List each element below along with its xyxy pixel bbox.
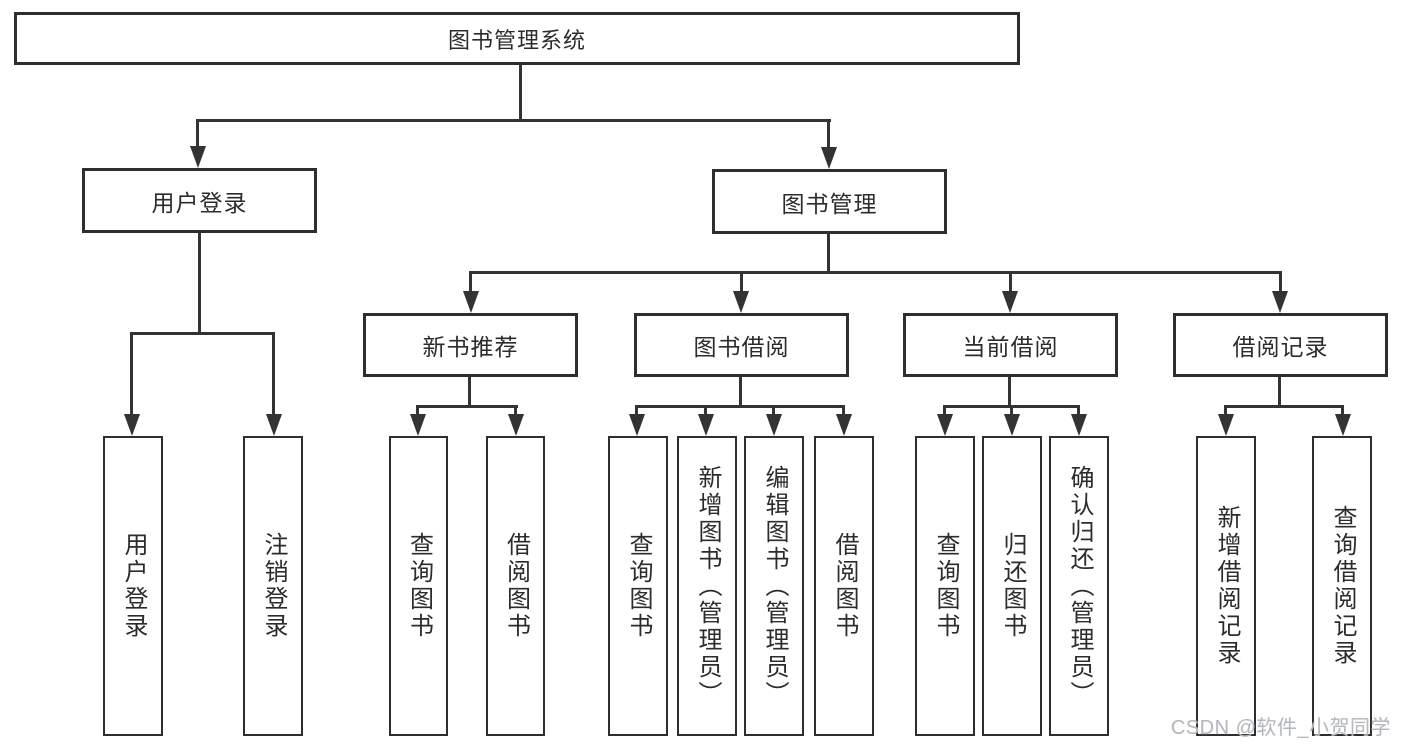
node-new-book-recommendation: 新书推荐 xyxy=(363,313,578,377)
connector-book-management-branch xyxy=(469,271,1282,274)
arrow-down-icon xyxy=(1335,414,1351,436)
node-book-management: 图书管理 xyxy=(712,169,947,234)
node-library-management-system: 图书管理系统 xyxy=(14,12,1020,65)
arrow-down-icon xyxy=(1071,414,1087,436)
leaf-query-books-borrow: 查询图书 xyxy=(608,436,668,736)
arrow-down-icon xyxy=(937,414,953,436)
connector-drop-new-book xyxy=(469,271,472,294)
node-borrowing-records: 借阅记录 xyxy=(1173,313,1388,377)
connector-root-trunk xyxy=(519,65,522,121)
arrow-down-icon xyxy=(190,146,206,168)
arrow-down-icon xyxy=(463,291,479,313)
leaf-label: 确认归还（管理员） xyxy=(1066,464,1093,708)
node-current-borrowing: 当前借阅 xyxy=(903,313,1118,377)
connector-drop xyxy=(704,405,707,417)
leaf-label: 借阅图书 xyxy=(831,532,858,640)
leaf-borrow-books: 借阅图书 xyxy=(814,436,874,736)
connector-drop-book-management xyxy=(827,119,830,150)
arrow-down-icon xyxy=(698,414,714,436)
node-label: 当前借阅 xyxy=(962,334,1059,360)
connector-drop xyxy=(1224,405,1227,417)
connector-current-borrow-trunk xyxy=(1008,377,1011,408)
arrow-down-icon xyxy=(836,414,852,436)
connector-drop xyxy=(842,405,845,417)
node-label: 用户登录 xyxy=(151,189,248,216)
leaf-label: 新增借阅记录 xyxy=(1213,505,1240,667)
node-user-login: 用户登录 xyxy=(82,168,317,233)
arrow-down-icon xyxy=(733,291,749,313)
connector-drop xyxy=(1010,405,1013,417)
connector-drop-current-borrow xyxy=(1009,271,1012,294)
leaf-query-books-current: 查询图书 xyxy=(915,436,975,736)
arrow-down-icon xyxy=(410,414,426,436)
node-label: 借阅记录 xyxy=(1232,334,1329,360)
connector-user-login-trunk xyxy=(198,233,201,334)
arrow-down-icon xyxy=(1218,414,1234,436)
leaf-return-books: 归还图书 xyxy=(982,436,1042,736)
connector-drop xyxy=(943,405,946,417)
leaf-edit-book-admin: 编辑图书（管理员） xyxy=(744,436,804,736)
connector-drop-leaf-user-login xyxy=(130,332,133,416)
leaf-query-books-recommend: 查询图书 xyxy=(389,436,448,736)
leaf-label: 编辑图书（管理员） xyxy=(761,464,788,708)
connector-drop-leaf-logout xyxy=(272,332,275,416)
connector-new-book-branch xyxy=(416,405,518,408)
connector-drop xyxy=(772,405,775,417)
connector-borrow-records-trunk xyxy=(1278,377,1281,408)
connector-book-management-trunk xyxy=(827,234,830,274)
leaf-label: 查询借阅记录 xyxy=(1329,505,1356,667)
connector-drop xyxy=(1341,405,1344,417)
node-label: 图书管理系统 xyxy=(447,27,586,53)
leaf-logout-login: 注销登录 xyxy=(243,436,303,736)
arrow-down-icon xyxy=(821,147,837,169)
leaf-add-borrow-record: 新增借阅记录 xyxy=(1196,436,1256,736)
leaf-label: 新增图书（管理员） xyxy=(694,464,721,708)
leaf-label: 借阅图书 xyxy=(502,532,530,640)
arrow-down-icon xyxy=(766,414,782,436)
leaf-label: 注销登录 xyxy=(260,532,287,640)
connector-book-borrow-trunk xyxy=(739,377,742,408)
arrow-down-icon xyxy=(1002,291,1018,313)
connector-drop xyxy=(514,405,517,417)
node-book-borrowing: 图书借阅 xyxy=(634,313,849,377)
connector-drop xyxy=(1077,405,1080,417)
node-label: 新书推荐 xyxy=(422,334,519,360)
leaf-query-borrow-record: 查询借阅记录 xyxy=(1312,436,1372,736)
connector-drop xyxy=(416,405,419,417)
arrow-down-icon xyxy=(266,414,282,436)
arrow-down-icon xyxy=(629,414,645,436)
connector-drop-user-login xyxy=(196,119,199,150)
csdn-watermark: CSDN @软件_小贺同学 xyxy=(1170,717,1391,739)
connector-drop-borrow-records xyxy=(1279,271,1282,294)
connector-drop xyxy=(635,405,638,417)
connector-book-borrow-branch xyxy=(635,405,845,408)
connector-root-branch xyxy=(197,119,831,122)
arrow-down-icon xyxy=(124,414,140,436)
node-label: 图书借阅 xyxy=(693,334,790,360)
leaf-label: 归还图书 xyxy=(999,532,1026,640)
leaf-user-login: 用户登录 xyxy=(103,436,163,736)
leaf-label: 用户登录 xyxy=(120,532,147,640)
arrow-down-icon xyxy=(1004,414,1020,436)
leaf-label: 查询图书 xyxy=(932,532,959,640)
arrow-down-icon xyxy=(508,414,524,436)
connector-new-book-trunk xyxy=(468,377,471,408)
leaf-borrow-books-recommend: 借阅图书 xyxy=(486,436,545,736)
leaf-label: 查询图书 xyxy=(405,532,433,640)
leaf-add-book-admin: 新增图书（管理员） xyxy=(677,436,737,736)
connector-user-login-branch xyxy=(131,332,275,335)
connector-drop-book-borrow xyxy=(740,271,743,294)
leaf-label: 查询图书 xyxy=(625,532,652,640)
arrow-down-icon xyxy=(1272,291,1288,313)
node-label: 图书管理 xyxy=(781,190,878,217)
connector-borrow-records-branch xyxy=(1224,405,1344,408)
leaf-confirm-return-admin: 确认归还（管理员） xyxy=(1049,436,1109,736)
